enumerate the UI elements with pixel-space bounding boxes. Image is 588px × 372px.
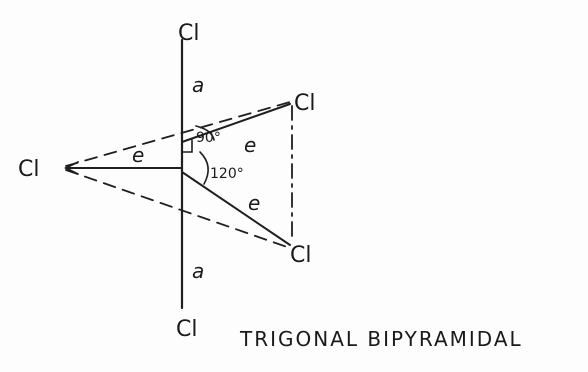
angle-label-90: 90°: [196, 130, 221, 146]
equatorial-bond-upper-right: [181, 103, 291, 143]
bond-label-eq-upper: e: [244, 133, 256, 157]
bond-label-axial-top: a: [192, 73, 204, 97]
bond-label-eq-lower: e: [248, 191, 260, 215]
bond-label-eq-left: e: [132, 143, 144, 167]
right-angle-marker: [181, 139, 193, 153]
atom-bottom-label: Cl: [176, 317, 197, 342]
dashed-edge-left-lower: [65, 169, 291, 249]
atom-upper-right-label: Cl: [294, 91, 315, 116]
bond-label-axial-bottom: a: [192, 259, 204, 283]
angle-120-arc: [199, 151, 209, 185]
angle-90-arc: [195, 125, 215, 141]
atom-lower-right-label: Cl: [290, 243, 311, 268]
atom-top-label: Cl: [178, 21, 199, 46]
equatorial-bond-lower-right: [181, 171, 291, 246]
angle-label-120: 120°: [210, 166, 244, 182]
atom-left-label: Cl: [18, 157, 39, 182]
dashed-edge-left-upper: [65, 101, 291, 167]
left-bond-arrowhead: [63, 161, 79, 175]
diagram-caption: TRIGONAL BIPYRAMIDAL: [239, 327, 523, 351]
